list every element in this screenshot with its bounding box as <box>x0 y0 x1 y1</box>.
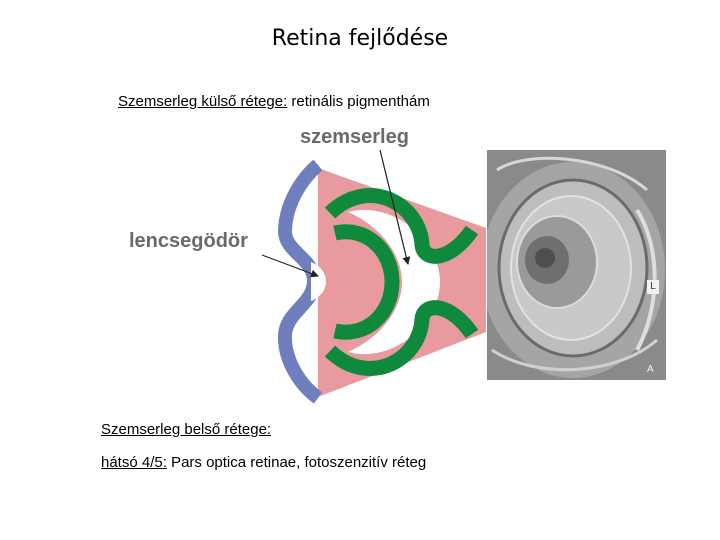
optic-cup-arrow <box>379 149 411 265</box>
micrograph-texture <box>487 150 666 380</box>
slide-title: Retina fejlődése <box>271 26 449 51</box>
posterior-label: hátsó 4/5: <box>101 454 167 471</box>
micrograph-label-a: A <box>647 364 654 375</box>
inner-layer-label: Szemserleg belső rétege: <box>101 421 272 438</box>
green-upper-layer <box>324 188 479 264</box>
posterior-line: hátsó 4/5: Pars optica retinae, fotoszen… <box>101 454 426 471</box>
green-lower-layer <box>324 300 479 376</box>
posterior-text: Pars optica retinae, fotoszenzitív réteg <box>166 454 427 471</box>
green-inner-curve <box>333 224 400 340</box>
micrograph-label-l: L <box>647 280 659 294</box>
outer-layer-text: retinális pigmenthám <box>287 93 430 110</box>
lens-pit-arrow <box>261 254 319 278</box>
lens-pit-label: lencsegödör <box>129 230 248 252</box>
outer-layer-label: Szemserleg külső rétege: <box>118 93 288 110</box>
optic-cup-label: szemserleg <box>300 126 409 148</box>
electron-micrograph: L A <box>487 150 666 380</box>
outer-layer-line: Szemserleg külső rétege: retinális pigme… <box>118 93 430 110</box>
